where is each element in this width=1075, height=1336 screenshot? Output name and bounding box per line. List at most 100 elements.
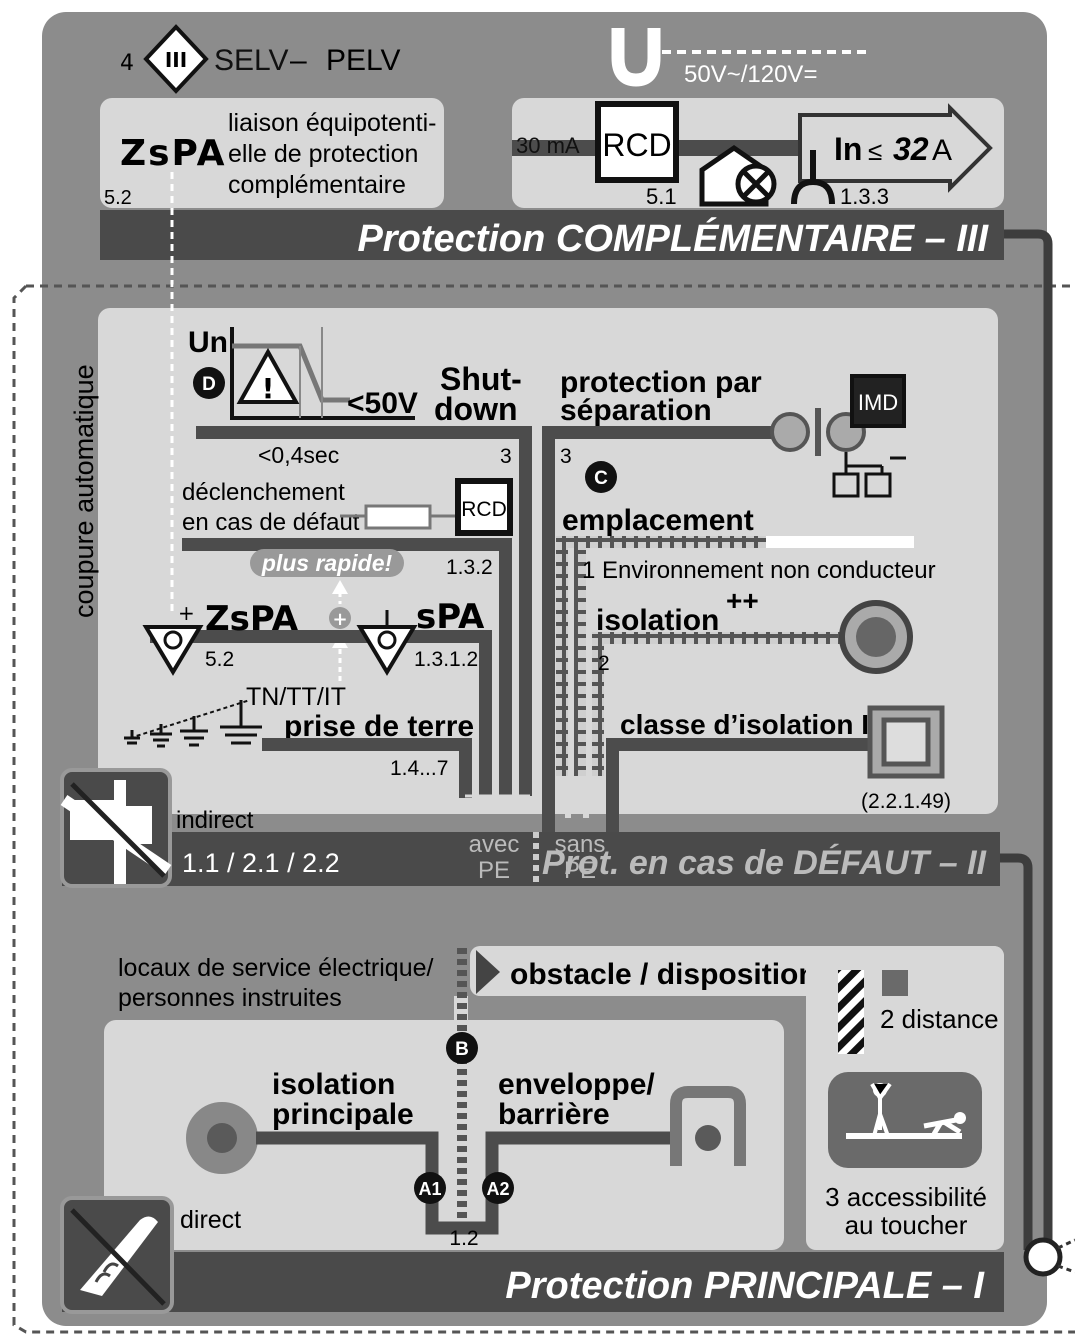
direct-label: direct — [180, 1206, 241, 1234]
accessibility-icon-box — [828, 1072, 982, 1168]
earth-symbols — [124, 700, 262, 748]
svg-text:C: C — [594, 468, 608, 489]
fault-band — [62, 832, 1000, 886]
avec-label: avec — [469, 831, 520, 858]
complementary-title: Protection COMPLÉMENTAIRE – III — [357, 216, 989, 260]
svg-text:!: ! — [262, 372, 275, 405]
junction-plus — [329, 607, 351, 629]
fault-title: Prot. en cas de DÉFAUT – II — [542, 844, 988, 882]
zspa-bonding-ref: 5.2 — [205, 648, 234, 671]
earth-systems: TN/TT/IT — [246, 683, 346, 711]
basic-band — [62, 1252, 1004, 1312]
separation-1: protection par — [560, 366, 762, 399]
basic-insulation-line — [256, 1131, 670, 1235]
rcd-ref-a: 5.1 — [646, 184, 677, 209]
right-connector-line — [1000, 229, 1053, 1250]
classe2-label: classe d’isolation II — [620, 709, 877, 740]
faster-badge — [250, 549, 404, 577]
shutdown-title-1: Shut- — [440, 361, 522, 397]
emplacement-env: 1 Environnement non conducteur — [582, 557, 936, 584]
declenchement-1: déclenchement — [182, 479, 345, 506]
earth-label: prise de terre — [284, 710, 474, 743]
warning-icon — [236, 347, 300, 404]
un-label: Un — [188, 326, 228, 359]
basic-title: Protection PRINCIPALE – I — [505, 1265, 985, 1307]
current-arrow — [798, 103, 993, 193]
zspa-desc-1: liaison équipotenti- — [228, 109, 436, 137]
enveloppe-2: barrière — [498, 1098, 610, 1131]
basic-panel — [104, 1020, 784, 1250]
distance-hatch-icon — [838, 970, 864, 1054]
rcd-in-label: In — [834, 131, 862, 167]
svg-text:IMD: IMD — [858, 390, 898, 415]
obstacle-label: obstacle / disposition — [510, 958, 817, 991]
declenchement-ref: 1.3.2 — [446, 556, 493, 579]
class-three-roman: III — [165, 48, 187, 72]
connector-node — [1023, 1237, 1063, 1277]
zspa-code: ZsPA — [120, 133, 226, 174]
pe-ground-symbol — [465, 794, 530, 814]
shutdown-title-2: down — [434, 391, 518, 427]
spa-bonding-ref: 1.3.1.2 — [414, 648, 478, 671]
shutdown-graph — [230, 327, 415, 420]
shutdown-ref: 3 — [500, 445, 512, 468]
marker-a1 — [414, 1172, 446, 1204]
basic-ref: 1.2 — [449, 1227, 478, 1250]
distance-label: 2 distance — [880, 1004, 999, 1034]
earth-line — [262, 738, 472, 751]
emplacement-title: emplacement — [562, 504, 754, 537]
enveloppe-1: enveloppe/ — [498, 1068, 655, 1101]
sans-label: sans — [555, 831, 606, 858]
indirect-label: indirect — [176, 807, 254, 834]
transformer-icon — [611, 28, 661, 87]
separation-transformer-a — [770, 412, 810, 452]
shutdown-time: <0,4sec — [258, 442, 339, 468]
sans-pe: PE — [564, 857, 596, 884]
marker-a2 — [482, 1172, 514, 1204]
rcd-in-value: 32 — [893, 131, 929, 167]
rcd-current: 30 mA — [516, 133, 580, 158]
isolation-title: isolation — [596, 604, 719, 637]
locaux-2: personnes instruites — [118, 984, 342, 1012]
header-dash: – — [290, 44, 307, 77]
zspa-ref: 5.2 — [104, 187, 132, 209]
earth-ref: 1.4...7 — [390, 757, 448, 780]
marker-b — [446, 1032, 478, 1064]
class-three-symbol — [143, 24, 209, 94]
enclosure-icon — [670, 1086, 746, 1166]
declenchement-2: en cas de défaut — [182, 509, 360, 536]
accessibility-1: 3 accessibilité — [825, 1182, 987, 1212]
zspa-box — [100, 98, 444, 208]
classe2-line — [606, 738, 868, 751]
rcd-ref-b: 1.3.3 — [840, 184, 889, 209]
side-label-auto-disconnect: coupure automatique — [69, 364, 99, 618]
complementary-band — [100, 210, 1004, 260]
separation-2: séparation — [560, 394, 712, 427]
declenchement-line — [182, 538, 512, 551]
rcd-le: ≤ — [868, 136, 882, 166]
rcd-device — [595, 101, 679, 183]
isolation-dotted-line — [592, 632, 844, 644]
basic-iso-1: isolation — [272, 1068, 395, 1101]
rcd-unit: A — [932, 134, 952, 167]
svg-text:+: + — [332, 609, 347, 630]
zspa-desc-3: complémentaire — [228, 171, 406, 199]
zspa-desc-2: elle de protection — [228, 140, 418, 168]
symbol-number: 4 — [120, 51, 134, 76]
selv-label: SELV — [214, 44, 289, 77]
separation-ref: 3 — [560, 445, 572, 468]
marker-d — [193, 367, 225, 399]
imd-device — [850, 374, 906, 428]
lt50-label: <50V — [347, 387, 418, 420]
auto-disconnect-outline — [12, 284, 1075, 1334]
svg-text:A2: A2 — [486, 1179, 509, 1199]
svg-text:RCD: RCD — [461, 498, 507, 521]
rcd-fault-device — [455, 478, 513, 536]
classe2-ref: (2.2.1.49) — [861, 790, 951, 813]
shutdown-line — [196, 426, 532, 439]
basic-iso-2: principale — [272, 1098, 414, 1131]
marker-c — [585, 461, 617, 493]
separation-loads-icon — [844, 452, 906, 474]
emplacement-white-line — [766, 536, 914, 548]
